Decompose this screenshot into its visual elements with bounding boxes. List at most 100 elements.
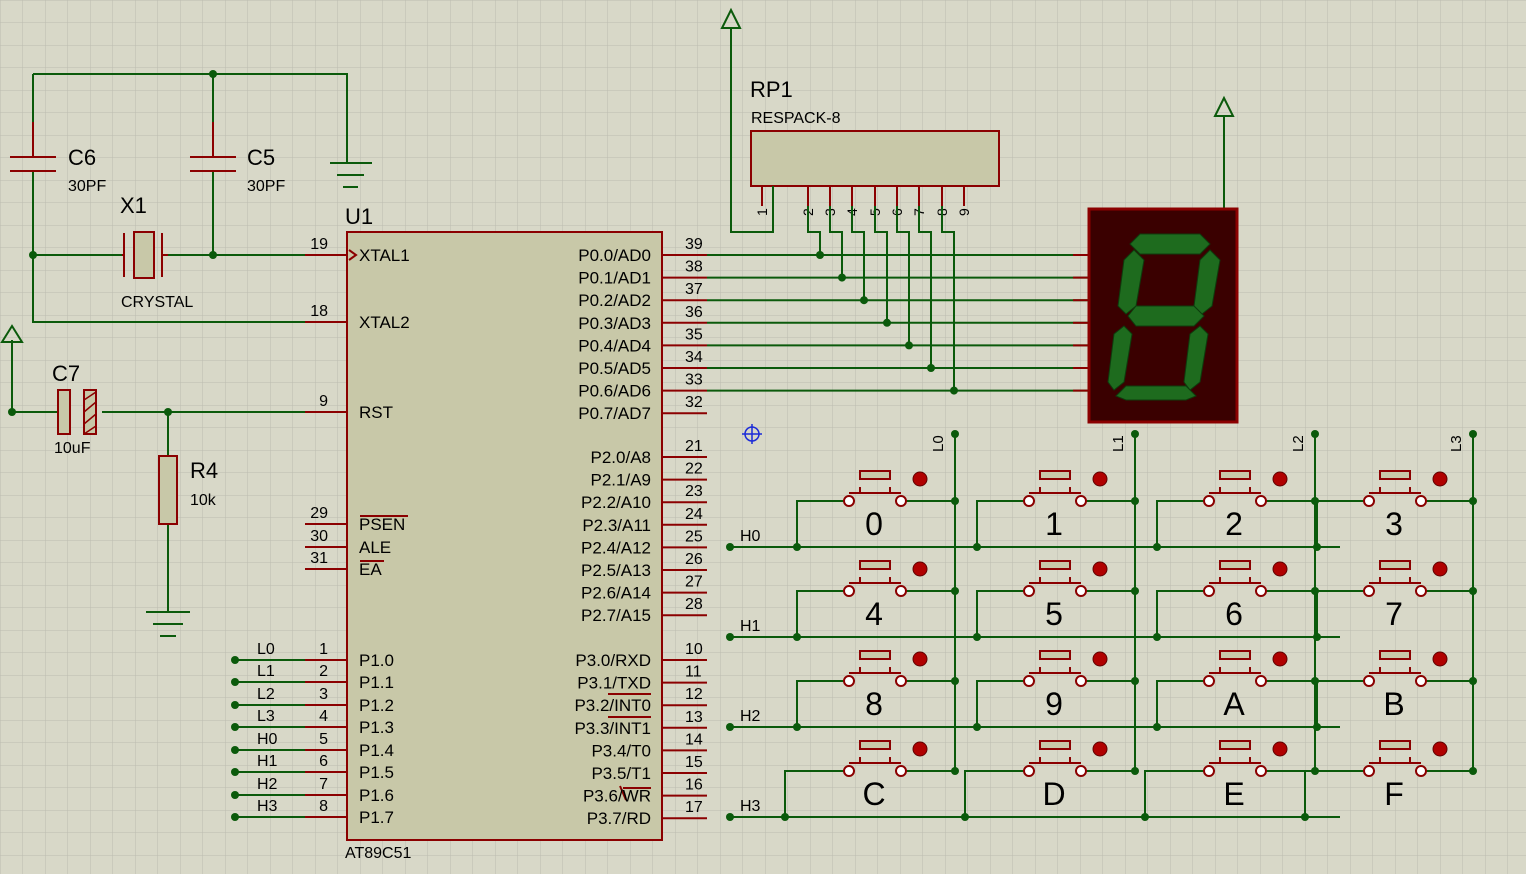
- junction-dot: [1313, 633, 1321, 641]
- pin-name: P2.2/A10: [581, 493, 651, 512]
- row-label: H1: [740, 618, 761, 635]
- pin-name: P3.0/RXD: [575, 651, 651, 670]
- key-cap: [859, 650, 891, 660]
- pin-name: P1.3: [359, 718, 394, 737]
- key-contact: [1023, 675, 1035, 687]
- key-contact: [1203, 495, 1215, 507]
- pin-number: 3: [319, 686, 328, 703]
- key-contact: [1415, 495, 1427, 507]
- pin-number: 24: [685, 506, 703, 523]
- net-label: H3: [257, 798, 278, 815]
- key-contact: [1255, 675, 1267, 687]
- key-actuator: [849, 667, 901, 674]
- key-actuator: [1209, 757, 1261, 764]
- key-cap: [1219, 470, 1251, 480]
- net-label: L3: [257, 708, 275, 725]
- key-contact: [1075, 675, 1087, 687]
- c7-value: 10uF: [54, 440, 91, 457]
- junction-dot: [1131, 767, 1139, 775]
- junction-dot: [1131, 497, 1139, 505]
- junction-dot: [231, 656, 239, 664]
- pin-name: P2.0/A8: [591, 448, 652, 467]
- key-label: 6: [1225, 596, 1243, 632]
- key-label: 0: [865, 506, 883, 542]
- pin-name: P1.7: [359, 808, 394, 827]
- junction-dot: [1153, 723, 1161, 731]
- pin-name: P2.5/A13: [581, 561, 651, 580]
- key-indicator: [1272, 561, 1288, 577]
- pin-name: P2.7/A15: [581, 606, 651, 625]
- ground-symbol: [146, 611, 190, 637]
- junction-dot: [231, 701, 239, 709]
- pin-name: P2.4/A12: [581, 538, 651, 557]
- x1-ref: X1: [120, 193, 147, 218]
- key-label: 4: [865, 596, 883, 632]
- bus-drop: [851, 206, 865, 301]
- key-contact: [1203, 675, 1215, 687]
- pin-name: RST: [359, 403, 393, 422]
- key-cap: [1039, 740, 1071, 750]
- key-wire-left: [976, 500, 1024, 547]
- pin-name: P3.5/T1: [591, 764, 651, 783]
- junction-dot: [951, 587, 959, 595]
- key-actuator: [849, 757, 901, 764]
- key-contact: [1415, 675, 1427, 687]
- key-actuator: [1029, 577, 1081, 584]
- key-contact: [1203, 585, 1215, 597]
- key-cap: [1039, 470, 1071, 480]
- key-wire-left: [1316, 590, 1364, 637]
- key-wire-left: [1156, 590, 1204, 637]
- key-actuator: [1029, 667, 1081, 674]
- row-label: H2: [740, 708, 761, 725]
- key-label: 2: [1225, 506, 1243, 542]
- pin-name: P0.4/AD4: [578, 336, 651, 355]
- key-contact: [1255, 585, 1267, 597]
- pin-number: 2: [319, 663, 328, 680]
- junction-dot: [1469, 587, 1477, 595]
- key-cap: [859, 560, 891, 570]
- junction-dot: [973, 543, 981, 551]
- junction-dot: [1301, 813, 1309, 821]
- column-label: L1: [1110, 435, 1127, 452]
- junction-dot: [961, 813, 969, 821]
- key-indicator: [1272, 741, 1288, 757]
- junction-dot: [951, 677, 959, 685]
- pin-number: 37: [685, 281, 703, 298]
- key-actuator: [849, 487, 901, 494]
- key-contact: [895, 675, 907, 687]
- pin-name: P3.4/T0: [591, 741, 651, 760]
- display-segments: [1107, 233, 1221, 401]
- key-label: 7: [1385, 596, 1403, 632]
- key-indicator: [912, 741, 928, 757]
- pin-number: 5: [319, 731, 328, 748]
- key-indicator: [912, 561, 928, 577]
- key-wire-left: [796, 590, 844, 637]
- crystal-x1: X1 CRYSTAL: [120, 193, 193, 311]
- c5-ref: C5: [247, 145, 275, 170]
- key-actuator: [1029, 487, 1081, 494]
- pin-name: P3.6/WR: [583, 787, 651, 806]
- key-indicator: [1092, 741, 1108, 757]
- key-actuator: [1369, 667, 1421, 674]
- key-label: 1: [1045, 506, 1063, 542]
- pin-number: 11: [685, 664, 702, 681]
- junction-dot: [951, 430, 959, 438]
- key-actuator: [1209, 667, 1261, 674]
- pin-number: 4: [319, 708, 328, 725]
- rp-pin-number: 9: [956, 208, 972, 216]
- pin-number: 18: [310, 303, 328, 320]
- pin-name: P3.1/TXD: [577, 674, 651, 693]
- junction-dot: [231, 723, 239, 731]
- key-wire-left: [1304, 770, 1364, 817]
- junction-dot: [1153, 633, 1161, 641]
- pin-name: ALE: [359, 538, 391, 557]
- pin-number: 36: [685, 304, 703, 321]
- pin-number: 19: [310, 236, 328, 253]
- chip-ref: U1: [345, 204, 373, 229]
- net-label: L2: [257, 686, 275, 703]
- junction-dot: [1469, 497, 1477, 505]
- pin-number: 26: [685, 551, 703, 568]
- key-actuator: [1369, 757, 1421, 764]
- junction-dot: [1469, 430, 1477, 438]
